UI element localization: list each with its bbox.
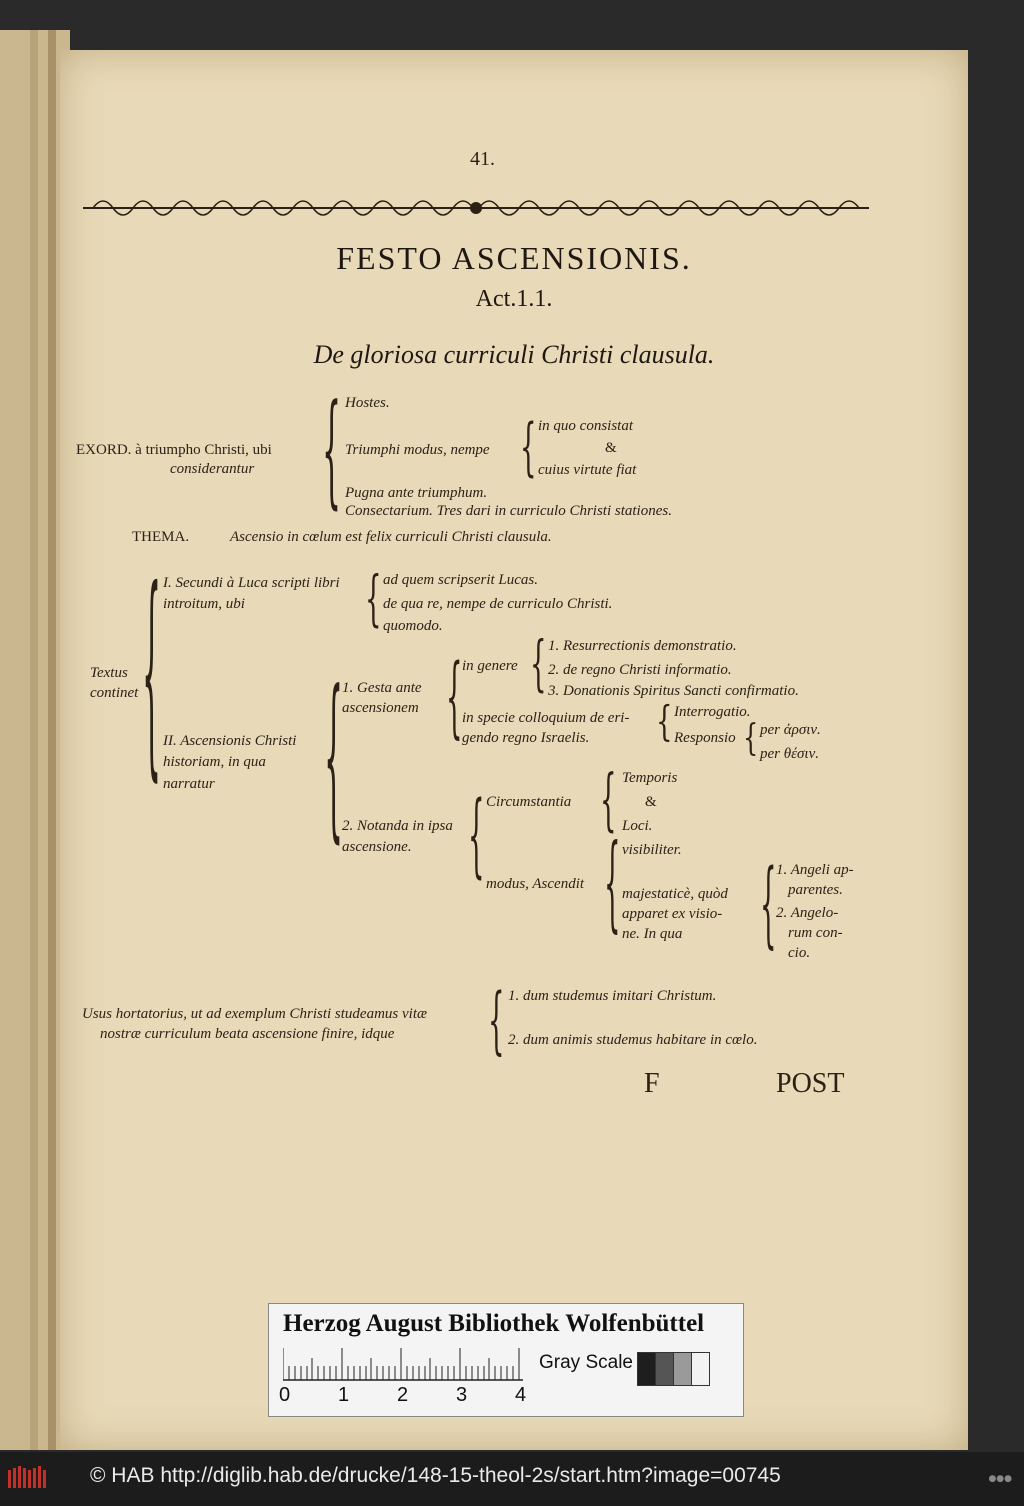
gray-swatch bbox=[655, 1352, 674, 1386]
circumstantia-label: Circumstantia bbox=[486, 794, 572, 810]
copyright-url[interactable]: © HAB http://diglib.hab.de/drucke/148-15… bbox=[90, 1464, 781, 1487]
textus-subitem: quomodo. bbox=[383, 618, 443, 634]
interrogatio-label: Interrogatio. bbox=[674, 704, 751, 720]
textus-part: historiam, in qua bbox=[163, 754, 266, 770]
brace: { bbox=[656, 698, 673, 747]
circumstantia-item: & bbox=[645, 794, 657, 810]
signature-mark: F bbox=[644, 1068, 660, 1099]
in-genere-label: in genere bbox=[462, 658, 518, 674]
brace: { bbox=[520, 413, 537, 486]
angeli-item: 1. Angeli ap- bbox=[776, 862, 854, 878]
modus-item: apparet ex visio- bbox=[622, 906, 723, 922]
circumstantia-item: Loci. bbox=[622, 818, 653, 834]
usus-item: 1. dum studemus imitari Christum. bbox=[508, 988, 717, 1004]
textus-label: continet bbox=[90, 685, 139, 701]
exordium-item: Triumphi modus, nempe bbox=[345, 442, 490, 458]
notanda-label: 2. Notanda in ipsa bbox=[342, 818, 453, 834]
exordium-subitem: in quo consistat bbox=[538, 418, 634, 434]
textus-part: II. Ascensionis Christi bbox=[163, 733, 297, 749]
gray-swatch bbox=[691, 1352, 710, 1386]
in-genere-item: 3. Donationis Spiritus Sancti confirmati… bbox=[548, 683, 799, 699]
angeli-item: parentes. bbox=[788, 882, 843, 898]
page-number: 41. bbox=[470, 148, 495, 170]
textus-subitem: ad quem scripserit Lucas. bbox=[383, 572, 538, 588]
usus-item: 2. dum animis studemus habitare in cœlo. bbox=[508, 1032, 758, 1048]
ruler-tick-label: 3 bbox=[456, 1384, 468, 1406]
brace: { bbox=[530, 630, 547, 700]
footer-bar: © HAB http://diglib.hab.de/drucke/148-15… bbox=[0, 1452, 1024, 1506]
brace: { bbox=[604, 826, 621, 946]
usus-text: nostræ curriculum beata ascensione finir… bbox=[100, 1026, 395, 1042]
angeli-item: 2. Angelo- bbox=[776, 905, 839, 921]
brace: { bbox=[468, 785, 485, 890]
gray-swatch bbox=[673, 1352, 692, 1386]
catchword: POST bbox=[776, 1068, 845, 1099]
responsio-label: Responsio bbox=[674, 730, 736, 746]
ruler-tick-label: 2 bbox=[397, 1384, 409, 1406]
exordium-label: considerantur bbox=[170, 461, 255, 477]
brace: { bbox=[446, 648, 463, 751]
ruler-tick-label: 0 bbox=[279, 1384, 291, 1406]
ruler-tick-label: 4 bbox=[515, 1384, 527, 1406]
brace: { bbox=[324, 657, 344, 864]
library-name: Herzog August Bibliothek Wolfenbüttel bbox=[283, 1310, 705, 1337]
angeli-item: rum con- bbox=[788, 925, 843, 941]
ruler-tick-label: 1 bbox=[338, 1384, 350, 1406]
thema-label: THEMA. bbox=[132, 529, 190, 545]
notanda-label: ascensione. bbox=[342, 839, 412, 855]
hab-logo-icon bbox=[8, 1466, 46, 1488]
brace: { bbox=[743, 717, 759, 759]
brace: { bbox=[488, 980, 505, 1065]
brace: { bbox=[365, 565, 382, 635]
gesta-label: ascensionem bbox=[342, 700, 419, 716]
book-page: 41. FESTO ASCENSIONIS. Act.1.1. De glori… bbox=[60, 50, 968, 1450]
exordium-label: EXORD. à triumpho Christi, ubi bbox=[76, 442, 272, 458]
brace: { bbox=[760, 852, 777, 961]
in-genere-item: 2. de regno Christi informatio. bbox=[548, 662, 732, 678]
modus-item: visibiliter. bbox=[622, 842, 682, 858]
gray-swatch bbox=[637, 1352, 656, 1386]
brace: { bbox=[322, 380, 342, 525]
sermon-subtitle: De gloriosa curriculi Christi clausula. bbox=[313, 340, 715, 369]
ornamental-headpiece bbox=[83, 200, 869, 216]
responsio-item: per θέσιν. bbox=[760, 746, 819, 762]
brace: { bbox=[600, 762, 617, 841]
exordium-subitem: cuius virtute fiat bbox=[538, 462, 637, 478]
circumstantia-item: Temporis bbox=[622, 770, 678, 786]
textus-part: introitum, ubi bbox=[163, 596, 245, 612]
exordium-item: Hostes. bbox=[345, 395, 390, 411]
adjacent-page-edge bbox=[0, 30, 70, 1450]
ruler-icon bbox=[283, 1348, 523, 1381]
gray-scale-label: Gray Scale bbox=[539, 1352, 633, 1373]
exordium-item: Consectarium. Tres dari in curriculo Chr… bbox=[345, 503, 672, 519]
modus-item: ne. In qua bbox=[622, 926, 683, 942]
color-scale-card: Herzog August Bibliothek Wolfenbüttel 0 … bbox=[268, 1303, 744, 1417]
in-specie-label: gendo regno Israelis. bbox=[462, 730, 590, 746]
usus-text: Usus hortatorius, ut ad exemplum Christi… bbox=[82, 1006, 428, 1022]
in-genere-item: 1. Resurrectionis demonstratio. bbox=[548, 638, 737, 654]
dots-icon: ●●● bbox=[988, 1474, 1012, 1484]
angeli-item: cio. bbox=[788, 945, 811, 961]
brace: { bbox=[142, 547, 162, 807]
textus-part: narratur bbox=[163, 776, 215, 792]
thema-text: Ascensio in cœlum est felix curriculi Ch… bbox=[230, 529, 552, 545]
modus-item: majestaticè, quòd bbox=[622, 886, 728, 902]
exordium-item: Pugna ante triumphum. bbox=[345, 485, 488, 501]
in-specie-label: in specie colloquium de eri- bbox=[462, 710, 630, 726]
textus-part: I. Secundi à Luca scripti libri bbox=[163, 575, 340, 591]
gesta-label: 1. Gesta ante bbox=[342, 680, 422, 696]
page-heading: FESTO ASCENSIONIS. bbox=[336, 240, 692, 276]
modus-label: modus, Ascendit bbox=[486, 876, 585, 892]
responsio-item: per ἀρσιν. bbox=[760, 722, 821, 738]
exordium-subitem: & bbox=[605, 440, 617, 456]
scripture-reference: Act.1.1. bbox=[475, 286, 553, 312]
textus-label: Textus bbox=[90, 665, 128, 681]
textus-subitem: de qua re, nempe de curriculo Christi. bbox=[383, 596, 613, 612]
